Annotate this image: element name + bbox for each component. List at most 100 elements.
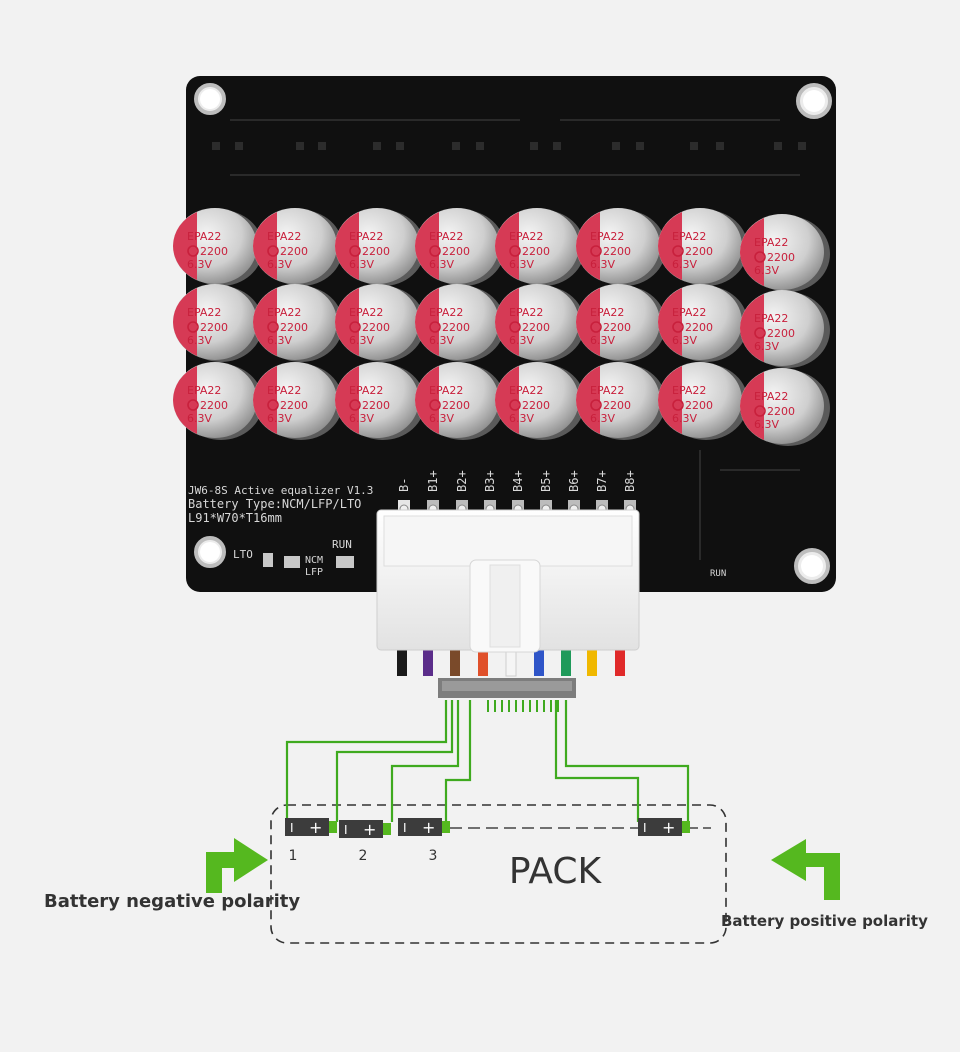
capacitor-value-text: 2200 [685,245,713,258]
run-label-right: RUN [710,569,726,579]
capacitor-value-text: 2200 [200,245,228,258]
capacitor-voltage-text: 6.3V [187,412,212,425]
capacitor-voltage-text: 6.3V [267,258,292,271]
pin-label: B2+ [455,470,469,492]
capacitor-value-text: 2200 [685,321,713,334]
capacitor-value-text: 2200 [280,245,308,258]
plug-teeth [487,700,559,712]
capacitor-voltage-text: 6.3V [509,334,534,347]
capacitor-voltage-text: 6.3V [590,258,615,271]
capacitor-value-text: 2200 [280,399,308,412]
capacitor-value-text: 2200 [200,321,228,334]
lto-jumper-pad [263,553,273,567]
sense-wire [564,700,690,822]
capacitor-model-text: EPA22 [754,312,788,325]
capacitor-value-text: 2200 [280,321,308,334]
cell-plus-sign: + [363,820,376,839]
battery-cells: I+1I+2I+3I+ [285,818,690,864]
capacitor-voltage-text: 6.3V [754,418,779,431]
battery-cell: I+ [638,818,690,837]
capacitor-voltage-text: 6.3V [429,334,454,347]
capacitor-logo-icon [349,399,361,411]
lto-label: LTO [233,548,253,561]
capacitor-model-text: EPA22 [754,390,788,403]
capacitor-logo-icon [509,399,521,411]
capacitor-voltage-text: 6.3V [672,412,697,425]
capacitor-model-text: EPA22 [672,230,706,243]
capacitor-value-text: 2200 [767,405,795,418]
capacitor-voltage-text: 6.3V [187,258,212,271]
capacitor-voltage-text: 6.3V [349,334,374,347]
capacitor-logo-icon [590,321,602,333]
sense-wire [444,700,472,822]
pack-label: PACK [509,851,603,892]
capacitor-voltage-text: 6.3V [672,258,697,271]
capacitor-model-text: EPA22 [187,230,221,243]
capacitor-logo-icon [267,245,279,257]
capacitor-logo-icon [349,321,361,333]
pack-outline [270,804,727,944]
capacitor-value-text: 2200 [522,321,550,334]
positive-arrow-icon [771,839,840,900]
cell-minus-sign: I [290,821,294,835]
capacitor-logo-icon [590,399,602,411]
cell-minus-sign: I [344,823,348,837]
battery-negative-label: Battery negative polarity [44,891,301,912]
board-battery-type-text: Battery Type:NCM/LFP/LTO [188,497,361,511]
capacitor-value-text: 2200 [603,399,631,412]
capacitor-value-text: 2200 [767,327,795,340]
capacitor-logo-icon [509,321,521,333]
cell-number: 3 [429,848,438,864]
sense-wire [390,700,460,822]
capacitor-model-text: EPA22 [509,384,543,397]
capacitor-model-text: EPA22 [429,230,463,243]
wire [534,640,544,676]
wire [397,640,407,676]
capacitor-value-text: 2200 [522,399,550,412]
capacitor-logo-icon [429,321,441,333]
capacitor-logo-icon [754,327,766,339]
board-model-text: JW6-8S Active equalizer V1.3 [188,484,373,497]
capacitor-logo-icon [672,399,684,411]
capacitor-voltage-text: 6.3V [509,412,534,425]
capacitor-voltage-text: 6.3V [590,412,615,425]
run-led-left [336,556,354,568]
capacitor-value-text: 2200 [442,321,470,334]
capacitor-voltage-text: 6.3V [509,258,534,271]
capacitor-logo-icon [754,251,766,263]
pin-label: B8+ [623,470,637,492]
capacitor-value-text: 2200 [522,245,550,258]
mounting-hole [794,548,830,584]
ribbon-wires [397,639,625,677]
capacitor-logo-icon [267,399,279,411]
capacitor-value-text: 2200 [767,251,795,264]
capacitor-value-text: 2200 [362,321,390,334]
capacitor-value-text: 2200 [442,399,470,412]
capacitor-logo-icon [672,245,684,257]
capacitor-value-text: 2200 [362,399,390,412]
lfp-label: LFP [305,567,323,578]
capacitor-value-text: 2200 [442,245,470,258]
capacitor-value-text: 2200 [200,399,228,412]
capacitor-model-text: EPA22 [349,306,383,319]
sense-wire [285,700,448,820]
battery-cell: I+ [339,820,391,839]
capacitor-model-text: EPA22 [672,384,706,397]
capacitor-logo-icon [187,321,199,333]
wire [587,640,597,676]
run-label-left: RUN [332,538,352,551]
sense-wire [335,700,454,822]
